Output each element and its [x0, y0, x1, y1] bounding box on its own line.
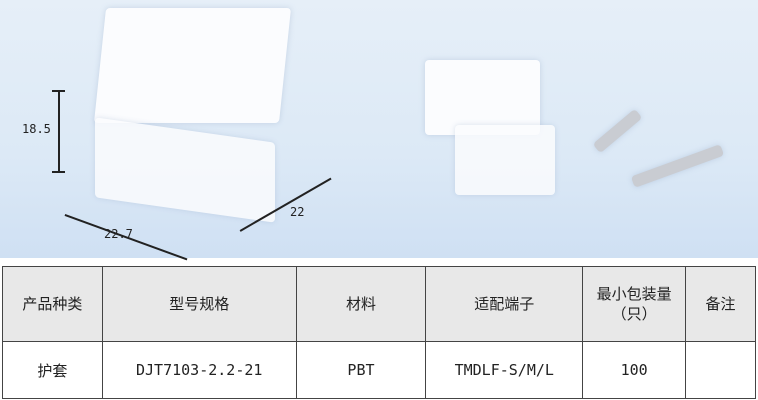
spec-table: 产品种类 型号规格 材料 适配端子 最小包装量（只） 备注 护套 DJT7103… — [2, 266, 756, 399]
height-tick — [52, 90, 65, 92]
cell-remark — [685, 341, 756, 399]
header-min-pack: 最小包装量（只） — [582, 266, 687, 342]
width-label: 22.7 — [104, 227, 133, 241]
height-label: 18.5 — [22, 122, 51, 136]
header-terminal: 适配端子 — [425, 266, 584, 342]
height-tick — [52, 171, 65, 173]
cell-terminal: TMDLF-S/M/L — [425, 341, 584, 399]
terminal-2 — [630, 144, 725, 188]
header-category: 产品种类 — [2, 266, 103, 342]
header-model: 型号规格 — [101, 266, 297, 342]
table-row: 护套 DJT7103-2.2-21 PBT TMDLF-S/M/L 100 — [2, 341, 756, 399]
depth-label: 22 — [290, 205, 305, 219]
connector-large-body — [95, 117, 275, 223]
connector-small-body — [455, 125, 555, 195]
product-photo: 18.5 22.7 22 — [0, 0, 758, 260]
cell-min-pack: 100 — [582, 341, 687, 399]
cell-material: PBT — [295, 341, 427, 399]
height-dimension-line — [58, 90, 60, 172]
table-header-row: 产品种类 型号规格 材料 适配端子 最小包装量（只） 备注 — [2, 266, 756, 342]
terminal-1 — [592, 108, 643, 154]
cell-model: DJT7103-2.2-21 — [101, 341, 297, 399]
header-material: 材料 — [295, 266, 427, 342]
header-remark: 备注 — [685, 266, 756, 342]
connector-large-top — [93, 8, 292, 123]
cell-category: 护套 — [2, 341, 103, 399]
connector-small-top — [425, 60, 540, 135]
